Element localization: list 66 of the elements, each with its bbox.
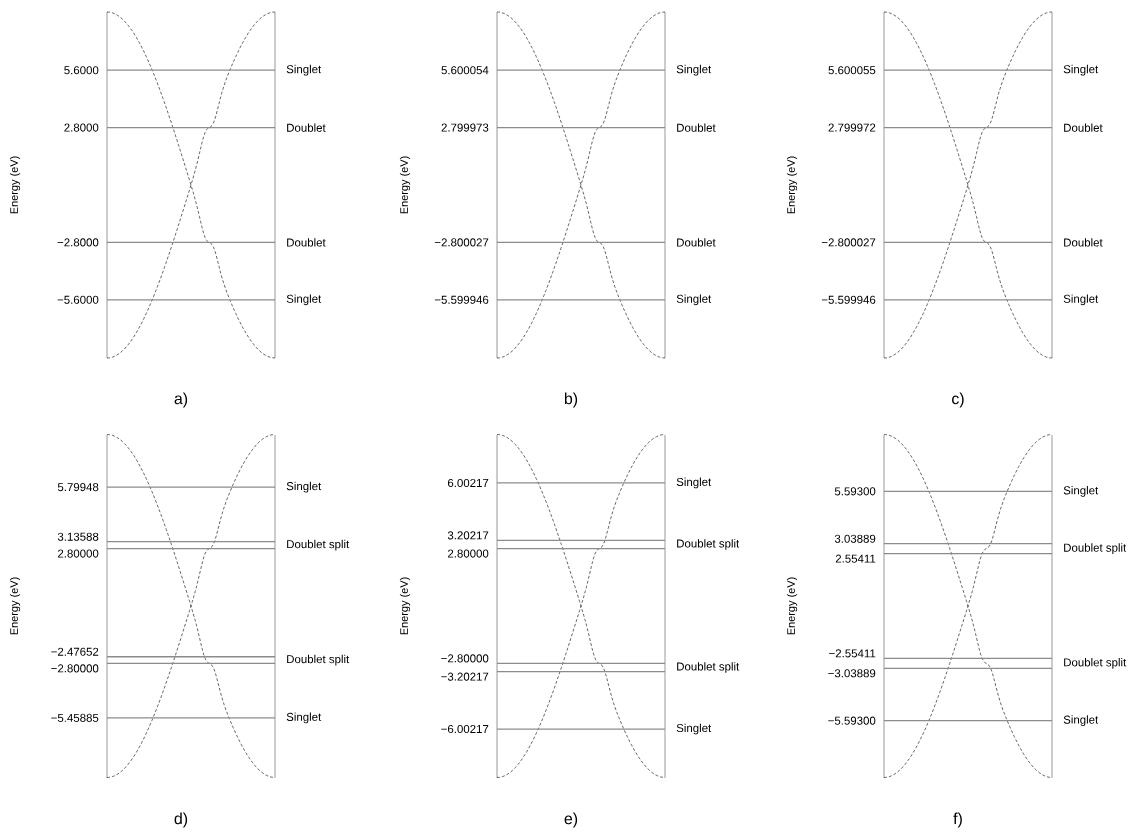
- state-label: Doublet: [1064, 123, 1103, 132]
- energy-value: −5.599946: [821, 295, 876, 304]
- energy-value: 5.600054: [441, 66, 489, 75]
- state-label: Singlet: [286, 712, 322, 724]
- energy-value: −6.00217: [441, 725, 489, 734]
- panel-label: c): [952, 392, 964, 408]
- axis-label: Energy (eV): [399, 577, 411, 635]
- energy-value: −2.80000: [441, 654, 489, 663]
- energy-value: 3.20217: [447, 531, 489, 540]
- energy-value: 2.799972: [828, 123, 876, 132]
- energy-value: 5.6000: [64, 66, 99, 75]
- state-label: Singlet: [286, 64, 322, 76]
- state-label: Singlet: [676, 723, 712, 735]
- energy-value: −3.03889: [828, 669, 876, 678]
- state-label: Singlet: [676, 477, 712, 489]
- energy-value: −2.800027: [821, 238, 876, 247]
- energy-value: 2.799973: [441, 123, 489, 132]
- energy-value: −2.8000: [57, 238, 99, 247]
- energy-value: 5.79948: [57, 483, 99, 492]
- panel-label: e): [564, 812, 578, 828]
- state-label: Doublet: [677, 238, 716, 247]
- panel-label: f): [953, 812, 962, 828]
- energy-value: 2.8000: [64, 123, 99, 132]
- energy-value: 3.13588: [57, 532, 99, 541]
- axis-label: Energy (eV): [9, 577, 21, 635]
- axis-label: Energy (eV): [786, 156, 798, 214]
- state-label: Singlet: [1063, 64, 1099, 76]
- panel-label: d): [174, 812, 188, 828]
- energy-value: −2.55411: [829, 649, 876, 658]
- panel-label: a): [174, 392, 188, 408]
- energy-value: 3.03889: [834, 534, 876, 543]
- state-label: Doublet split: [677, 539, 740, 550]
- energy-value: −5.6000: [57, 295, 99, 304]
- energy-value: 5.59300: [834, 487, 876, 496]
- energy-value: 2.80000: [57, 549, 99, 558]
- state-label: Singlet: [1063, 486, 1099, 497]
- energy-value: 2.55411: [835, 554, 876, 563]
- axis-label: Energy (eV): [9, 156, 21, 214]
- energy-value: −2.80000: [51, 664, 99, 673]
- state-label: Doublet split: [1064, 658, 1127, 669]
- energy-value: −2.800027: [434, 238, 489, 247]
- state-label: Doublet split: [287, 654, 350, 666]
- energy-value: −2.47652: [51, 647, 99, 656]
- axis-label: Energy (eV): [786, 577, 798, 635]
- energy-value: −5.59300: [828, 716, 876, 725]
- energy-value: −5.45885: [51, 713, 99, 722]
- state-label: Doublet: [287, 238, 326, 247]
- state-label: Singlet: [286, 294, 322, 306]
- energy-value: −3.20217: [441, 672, 489, 681]
- energy-value: −5.599946: [434, 295, 489, 304]
- energy-value: 5.600055: [828, 66, 876, 75]
- axis-label: Energy (eV): [399, 156, 411, 214]
- state-label: Singlet: [1063, 294, 1099, 306]
- state-label: Doublet: [287, 123, 326, 132]
- state-label: Doublet: [1064, 238, 1103, 247]
- state-label: Doublet split: [287, 539, 350, 551]
- state-label: Doublet split: [1064, 543, 1127, 554]
- state-label: Doublet split: [677, 662, 740, 673]
- energy-value: 2.80000: [447, 549, 489, 558]
- state-label: Doublet: [677, 123, 716, 132]
- state-label: Singlet: [1063, 715, 1099, 726]
- state-label: Singlet: [676, 294, 712, 306]
- panel-label: b): [564, 392, 578, 408]
- state-label: Singlet: [286, 481, 322, 493]
- energy-value: 6.00217: [447, 478, 489, 487]
- state-label: Singlet: [676, 64, 712, 76]
